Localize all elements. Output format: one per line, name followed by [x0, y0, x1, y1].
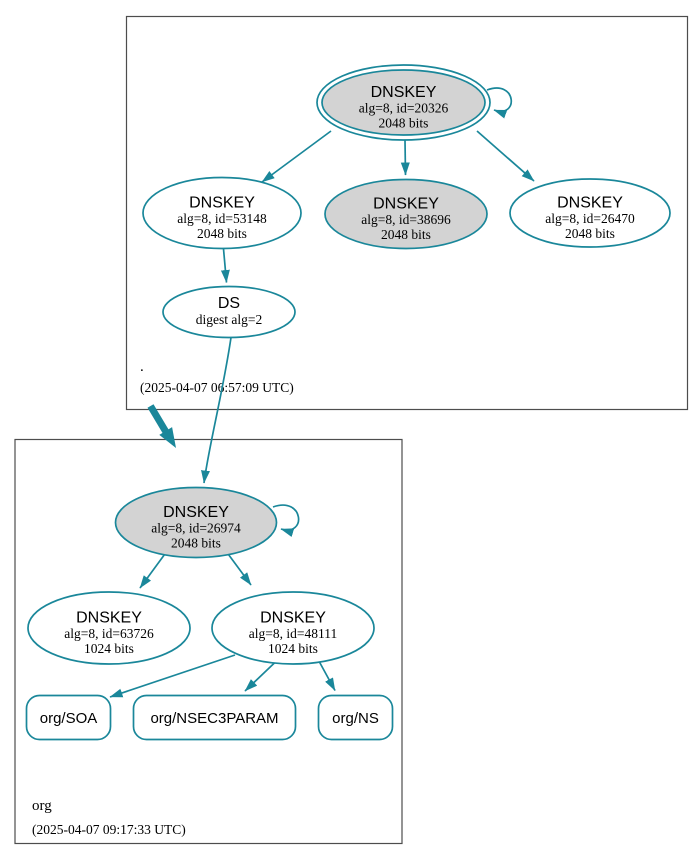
node-detail: alg=8, id=20326 [359, 101, 449, 116]
node-rrset-org-soa: org/SOA [25, 694, 112, 741]
node-root-ds: DS digest alg=2 [162, 285, 296, 339]
node-title: DNSKEY [189, 195, 255, 212]
node-root-zsk-53148: DNSKEY alg=8, id=53148 2048 bits [142, 176, 302, 250]
node-detail: alg=8, id=38696 [361, 212, 451, 227]
node-detail: 1024 bits [268, 641, 318, 656]
edge-root-ksk-self-sign [486, 87, 512, 119]
node-root-zsk-38696: DNSKEY alg=8, id=38696 2048 bits [324, 178, 488, 250]
edge-org-ksk-to-zsk-48111 [226, 551, 252, 586]
node-title: DS [218, 295, 240, 312]
edge-ds-to-org-ksk [201, 337, 232, 484]
node-title: DNSKEY [373, 196, 439, 213]
node-rrset-org-ns: org/NS [317, 694, 394, 741]
node-detail: alg=8, id=63726 [64, 626, 154, 641]
zone-label-root: . [140, 359, 144, 375]
edge-zsk-53148-to-ds [220, 248, 230, 283]
rrset-label: org/NS [332, 710, 379, 727]
node-org-zsk-48111: DNSKEY alg=8, id=48111 1024 bits [211, 591, 375, 665]
node-root-zsk-26470: DNSKEY alg=8, id=26470 2048 bits [509, 178, 671, 248]
edge-root-ksk-to-zsk-38696 [400, 140, 410, 176]
node-title: DNSKEY [163, 504, 229, 521]
node-rrset-org-nsec3param: org/NSEC3PARAM [132, 694, 297, 741]
node-detail: digest alg=2 [196, 312, 262, 327]
rrset-label: org/NSEC3PARAM [150, 710, 278, 727]
node-detail: alg=8, id=26974 [151, 521, 241, 536]
node-root-ksk-20326: DNSKEY alg=8, id=20326 2048 bits [316, 64, 491, 141]
edge-org-ksk-to-zsk-63726 [139, 551, 167, 589]
node-detail: 2048 bits [565, 226, 615, 241]
node-org-ksk-26974: DNSKEY alg=8, id=26974 2048 bits [114, 486, 278, 559]
node-org-zsk-63726: DNSKEY alg=8, id=63726 1024 bits [27, 591, 191, 665]
node-title: DNSKEY [260, 610, 326, 627]
node-detail: 1024 bits [84, 641, 134, 656]
node-detail: 2048 bits [381, 227, 431, 242]
node-detail: 2048 bits [171, 536, 221, 551]
zone-box-root [125, 15, 689, 411]
node-detail: alg=8, id=26470 [545, 211, 635, 226]
node-detail: alg=8, id=48111 [249, 626, 337, 641]
edge-zsk-48111-to-soa [109, 654, 236, 698]
zone-timestamp-root: (2025-04-07 06:57:09 UTC) [140, 380, 294, 395]
zone-label-org: org [32, 798, 52, 814]
node-title: DNSKEY [371, 84, 437, 101]
zone-box-org [14, 438, 403, 845]
node-title: DNSKEY [557, 195, 623, 212]
edge-zsk-48111-to-ns [316, 657, 336, 691]
zone-timestamp-org: (2025-04-07 09:17:33 UTC) [32, 822, 186, 837]
edge-zsk-48111-to-nsec3param [244, 659, 278, 692]
delegation-arrow-root-to-org [147, 404, 176, 448]
edge-root-ksk-to-zsk-26470 [476, 130, 535, 182]
node-detail: 2048 bits [197, 226, 247, 241]
node-title: DNSKEY [76, 610, 142, 627]
node-detail: 2048 bits [379, 116, 429, 131]
edge-org-ksk-self-sign [272, 504, 300, 537]
rrset-label: org/SOA [40, 710, 98, 727]
edge-root-ksk-to-zsk-53148 [261, 130, 332, 183]
node-detail: alg=8, id=53148 [177, 211, 267, 226]
